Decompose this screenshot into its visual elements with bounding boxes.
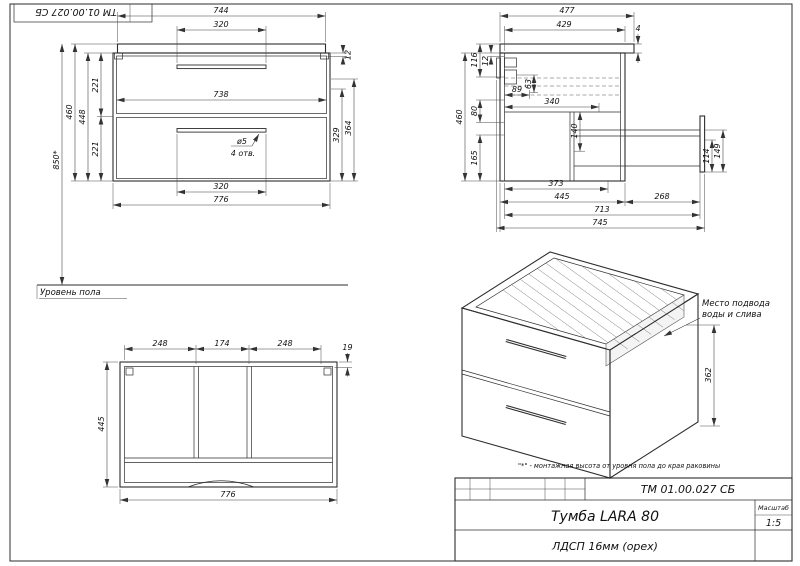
top-view-outlines xyxy=(119,361,338,488)
dim-label-738: 738 xyxy=(213,90,228,99)
floor-level-label: Уровень пола xyxy=(40,288,101,298)
drawer2-handle xyxy=(176,128,267,133)
dim-label-221-lower: 221 xyxy=(91,141,100,156)
back-panel-hatched-area xyxy=(605,294,685,367)
iso-outlines xyxy=(460,251,700,480)
title-block: ТМ 01.00.027 СБ Тумба LARA 80 ЛДСП 16мм … xyxy=(454,477,793,562)
dim-label-165: 165 xyxy=(470,150,479,165)
dim-label-221-upper: 221 xyxy=(91,77,100,92)
side-view-labels: 477 429 4 116 12 460 80 165 89 63 340 14… xyxy=(455,6,722,227)
dim-label-174: 174 xyxy=(214,339,229,348)
dim-label-445-side: 445 xyxy=(554,192,569,201)
dim-label-4: 4 xyxy=(635,24,640,33)
dim-label-460-side: 460 xyxy=(455,109,464,124)
dim-label-63: 63 xyxy=(524,79,533,89)
dim-label-114: 114 xyxy=(702,148,711,163)
dim-label-745: 745 xyxy=(592,218,607,227)
sheet-border xyxy=(9,3,793,562)
drawer1-handle xyxy=(176,64,267,70)
dim-label-19: 19 xyxy=(342,343,352,352)
isometric-view: Место подвода воды и слива 362 "*" - мон… xyxy=(460,251,770,480)
dim-label-116: 116 xyxy=(470,52,479,67)
dim-label-248-left: 248 xyxy=(152,339,167,348)
front-view-dimensions xyxy=(36,12,358,299)
material-spec: ЛДСП 16мм (орех) xyxy=(551,540,658,553)
dim-label-477: 477 xyxy=(559,6,575,15)
mounting-height-footnote: "*" - монтажная высота от уровня пола до… xyxy=(518,462,720,470)
scale-label: Масштаб xyxy=(758,504,789,512)
dim-label-340: 340 xyxy=(544,97,559,106)
front-view-labels: 744 320 12 738 221 221 448 460 850* 329 … xyxy=(40,6,353,298)
dim-label-149: 149 xyxy=(713,143,722,158)
corner-stamp: ТМ 01.00.027 СБ xyxy=(13,3,153,23)
scale-value: 1:5 xyxy=(766,518,781,529)
dim-label-364: 364 xyxy=(344,120,353,135)
dim-label-445-top: 445 xyxy=(97,416,106,431)
side-view-dimensions xyxy=(461,12,727,232)
hole-count-label: 4 отв. xyxy=(231,149,255,158)
dim-label-850: 850* xyxy=(52,150,61,169)
dim-label-248-right: 248 xyxy=(277,339,292,348)
dim-label-776-top: 776 xyxy=(220,490,235,499)
top-view-labels: 248 174 248 19 445 776 xyxy=(97,339,353,499)
side-view-outlines xyxy=(496,43,706,182)
dim-label-713: 713 xyxy=(594,205,609,214)
document-number: ТМ 01.00.027 СБ xyxy=(641,483,735,496)
water-callout-line1: Место подвода xyxy=(702,299,770,309)
front-view: 744 320 12 738 221 221 448 460 850* 329 … xyxy=(36,6,358,299)
dim-label-12: 12 xyxy=(344,50,353,60)
dim-label-12-side: 12 xyxy=(481,56,490,66)
dim-label-89: 89 xyxy=(512,85,522,94)
water-callout-line2: воды и слива xyxy=(702,310,762,320)
drawer-front-panel xyxy=(699,115,706,173)
iso-annotations: Место подвода воды и слива 362 "*" - мон… xyxy=(518,299,770,470)
dim-label-80: 80 xyxy=(470,106,479,116)
dim-label-448: 448 xyxy=(78,109,87,124)
top-hatching xyxy=(476,258,684,344)
front-view-outlines xyxy=(112,43,331,182)
dim-label-776: 776 xyxy=(213,195,228,204)
dim-label-329: 329 xyxy=(332,127,341,142)
corner-stamp-text: ТМ 01.00.027 СБ xyxy=(35,6,117,17)
top-view: 248 174 248 19 445 776 xyxy=(97,339,353,504)
product-name: Тумба LARA 80 xyxy=(551,509,659,525)
dim-label-268: 268 xyxy=(654,192,669,201)
dim-label-320-bottom: 320 xyxy=(213,182,228,191)
dim-label-320-top: 320 xyxy=(213,20,228,29)
dim-label-429: 429 xyxy=(556,20,571,29)
dim-label-362: 362 xyxy=(704,367,713,382)
hole-diameter-label: ø5 xyxy=(236,137,247,146)
side-view: 477 429 4 116 12 460 80 165 89 63 340 14… xyxy=(455,6,727,232)
dim-label-373: 373 xyxy=(548,179,563,188)
top-view-dimensions xyxy=(103,345,352,504)
dim-label-140: 140 xyxy=(570,123,579,138)
dim-label-744: 744 xyxy=(213,6,228,15)
dim-label-460: 460 xyxy=(65,104,74,119)
